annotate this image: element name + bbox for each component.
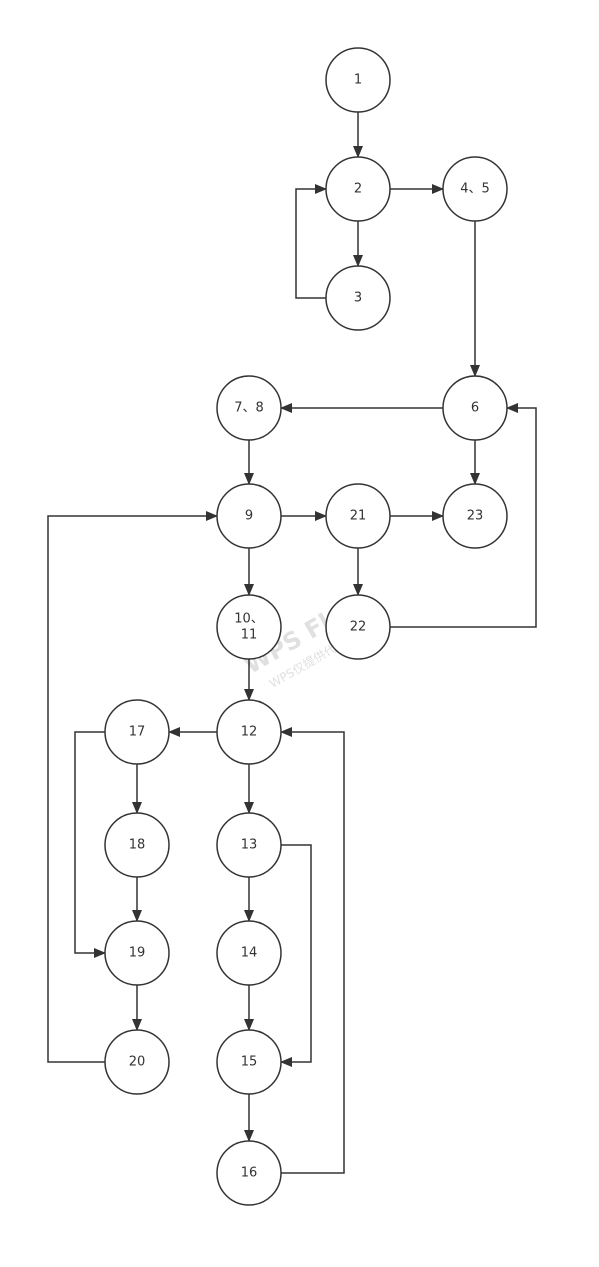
node-label: 17 [129,725,146,740]
node-45: 4、5 [442,156,508,222]
edge-arrow-13-to-15 [280,844,312,1067]
node-circle [325,156,391,222]
node-circle [216,812,282,878]
node-label: 23 [467,509,484,524]
node-label: 7、8 [234,401,264,416]
node-circle [325,594,391,660]
node-9: 9 [216,483,282,549]
node-label: 1 [354,73,362,88]
node-6: 6 [442,375,508,441]
node-label: 19 [129,946,146,961]
edge-arrow-20-to-9 [47,511,218,1063]
node-circle [325,265,391,331]
node-label: 3 [354,291,362,306]
node-label: 13 [241,838,258,853]
node-20: 20 [104,1029,170,1095]
node-label: 11 [241,628,258,643]
node-3: 3 [325,265,391,331]
node-label: 21 [350,509,367,524]
node-label: 10、 [234,612,264,627]
node-circle [104,920,170,986]
node-label: 18 [129,838,146,853]
node-21: 21 [325,483,391,549]
node-13: 13 [216,812,282,878]
node-circle [216,1140,282,1206]
node-23: 23 [442,483,508,549]
node-label: 14 [241,946,258,961]
edge-arrow-3-to-2 [295,184,327,299]
node-circle [104,1029,170,1095]
node-circle [104,812,170,878]
node-label: 16 [241,1166,258,1181]
node-1011: 10、11 [216,594,282,660]
node-circle [325,483,391,549]
node-circle [216,699,282,765]
edge-arrow-16-to-12 [280,727,345,1174]
node-label: 9 [245,509,253,524]
node-circle [325,47,391,113]
node-14: 14 [216,920,282,986]
edges [47,112,537,1174]
node-circle [216,594,282,660]
node-19: 19 [104,920,170,986]
node-circle [216,483,282,549]
node-1: 1 [325,47,391,113]
node-circle [216,1029,282,1095]
node-16: 16 [216,1140,282,1206]
node-12: 12 [216,699,282,765]
node-label: 2 [354,182,362,197]
node-18: 18 [104,812,170,878]
node-17: 17 [104,699,170,765]
node-circle [442,375,508,441]
node-label: 20 [129,1055,146,1070]
node-circle [104,699,170,765]
node-22: 22 [325,594,391,660]
node-circle [216,375,282,441]
edge-arrow-22-to-6 [390,403,537,628]
node-label: 12 [241,725,258,740]
node-78: 7、8 [216,375,282,441]
node-label: 22 [350,620,367,635]
edge-arrow-17-to-19 [74,731,106,958]
node-circle [442,156,508,222]
node-2: 2 [325,156,391,222]
node-label: 4、5 [460,182,490,197]
node-label: 15 [241,1055,258,1070]
node-circle [216,920,282,986]
node-label: 6 [471,401,479,416]
node-15: 15 [216,1029,282,1095]
node-circle [442,483,508,549]
